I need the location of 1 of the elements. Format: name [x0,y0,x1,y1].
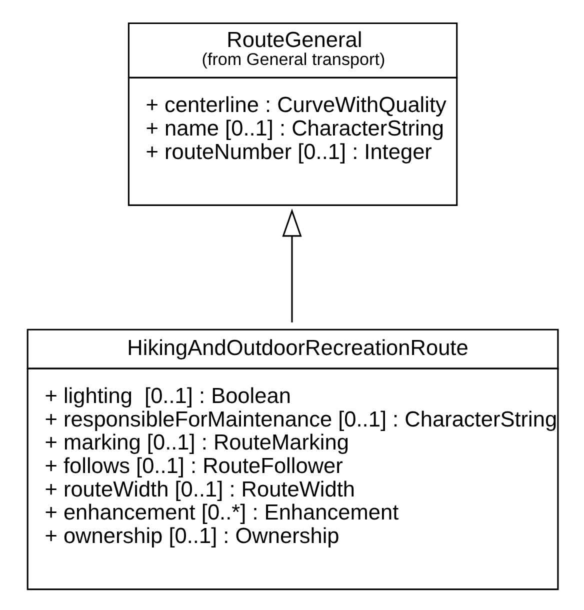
arrow [282,208,302,322]
